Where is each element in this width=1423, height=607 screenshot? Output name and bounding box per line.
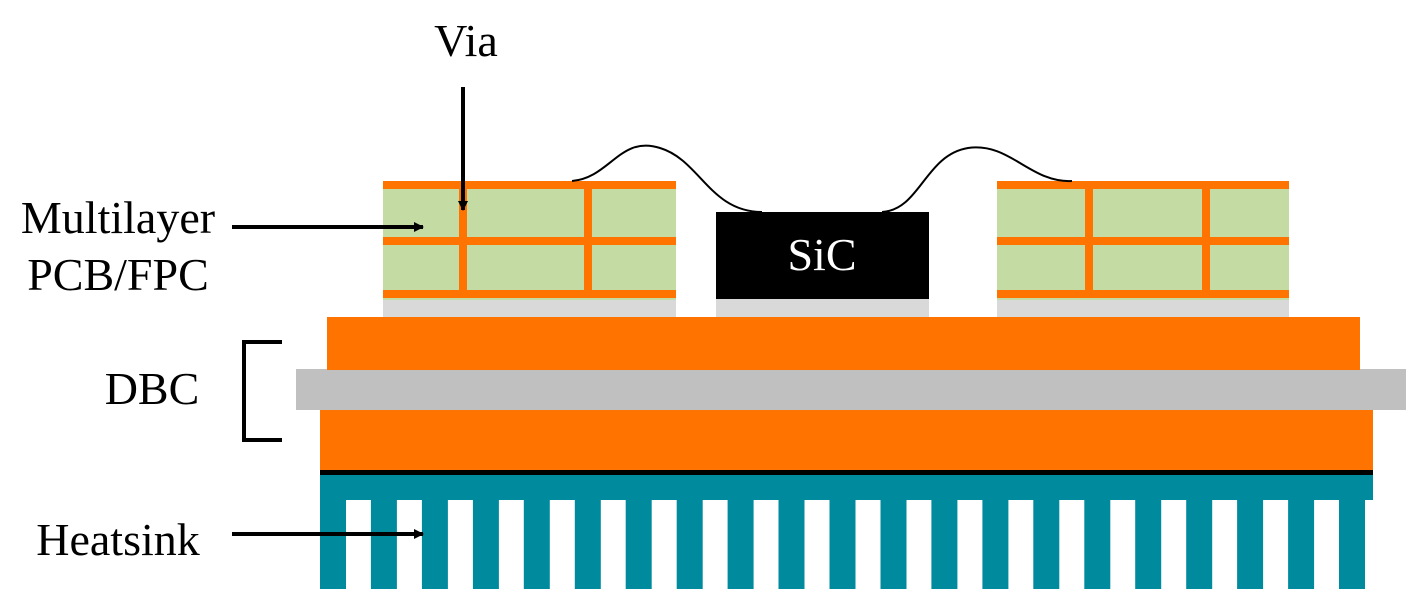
heatsink-fin <box>472 499 499 589</box>
heatsink-fin <box>727 499 754 589</box>
dbc-substrate <box>296 317 1406 470</box>
dbc-top-copper <box>327 317 1360 370</box>
dbc-bracket <box>242 340 282 442</box>
pcb-right <box>997 181 1289 317</box>
heatsink-label: Heatsink <box>36 514 200 565</box>
sic-chip: SiC <box>716 212 929 317</box>
pcb-right-copper-mid <box>997 237 1289 245</box>
pcb-left <box>383 181 676 317</box>
chip-solder <box>716 299 929 317</box>
via-right-2 <box>1202 181 1210 298</box>
heatsink-fin <box>370 499 397 589</box>
bond-wire-right <box>881 146 1073 213</box>
bond-wire-left <box>571 144 763 213</box>
pcb-label-line1: Multilayer <box>21 192 215 243</box>
pcb-left-solder <box>383 300 676 317</box>
heatsink-fin <box>625 499 652 589</box>
via-right-1 <box>1085 181 1093 298</box>
heatsink-fin <box>1135 499 1162 589</box>
heatsink-fin <box>1186 499 1213 589</box>
heatsink-fin <box>1033 499 1060 589</box>
heatsink-fin <box>421 499 448 589</box>
heatsink-fin <box>1084 499 1111 589</box>
pcb-left-copper-bottom <box>383 290 676 298</box>
heatsink-fin <box>574 499 601 589</box>
heatsink-fin <box>523 499 550 589</box>
pcb-left-copper-top <box>383 181 676 189</box>
heatsink-fin <box>676 499 703 589</box>
heatsink-fin <box>931 499 958 589</box>
heatsink-fin <box>1237 499 1264 589</box>
dbc-bottom-copper <box>320 409 1373 470</box>
via-label: Via <box>434 15 498 66</box>
thermal-interface-layer <box>320 469 1373 475</box>
pcb-label-line2: PCB/FPC <box>27 249 209 300</box>
dbc-label: DBC <box>105 363 200 414</box>
heatsink-fin <box>829 499 856 589</box>
via-left-2 <box>584 181 592 298</box>
heatsink-fin <box>982 499 1009 589</box>
pcb-right-solder <box>997 300 1289 317</box>
chip-label: SiC <box>787 229 856 280</box>
pcb-left-copper-mid <box>383 237 676 245</box>
heatsink-fin <box>1288 499 1315 589</box>
pcb-right-copper-bottom <box>997 290 1289 298</box>
heatsink-fins <box>320 499 1365 589</box>
heatsink-base <box>320 474 1373 500</box>
heatsink-fin <box>880 499 907 589</box>
heatsink <box>320 474 1373 589</box>
chip-die <box>716 212 929 299</box>
via-left-1 <box>459 181 467 298</box>
heatsink-fin <box>320 499 346 589</box>
dbc-ceramic <box>296 369 1406 410</box>
heatsink-fin <box>1339 499 1365 589</box>
pcb-right-copper-top <box>997 181 1289 189</box>
heatsink-fin <box>778 499 805 589</box>
